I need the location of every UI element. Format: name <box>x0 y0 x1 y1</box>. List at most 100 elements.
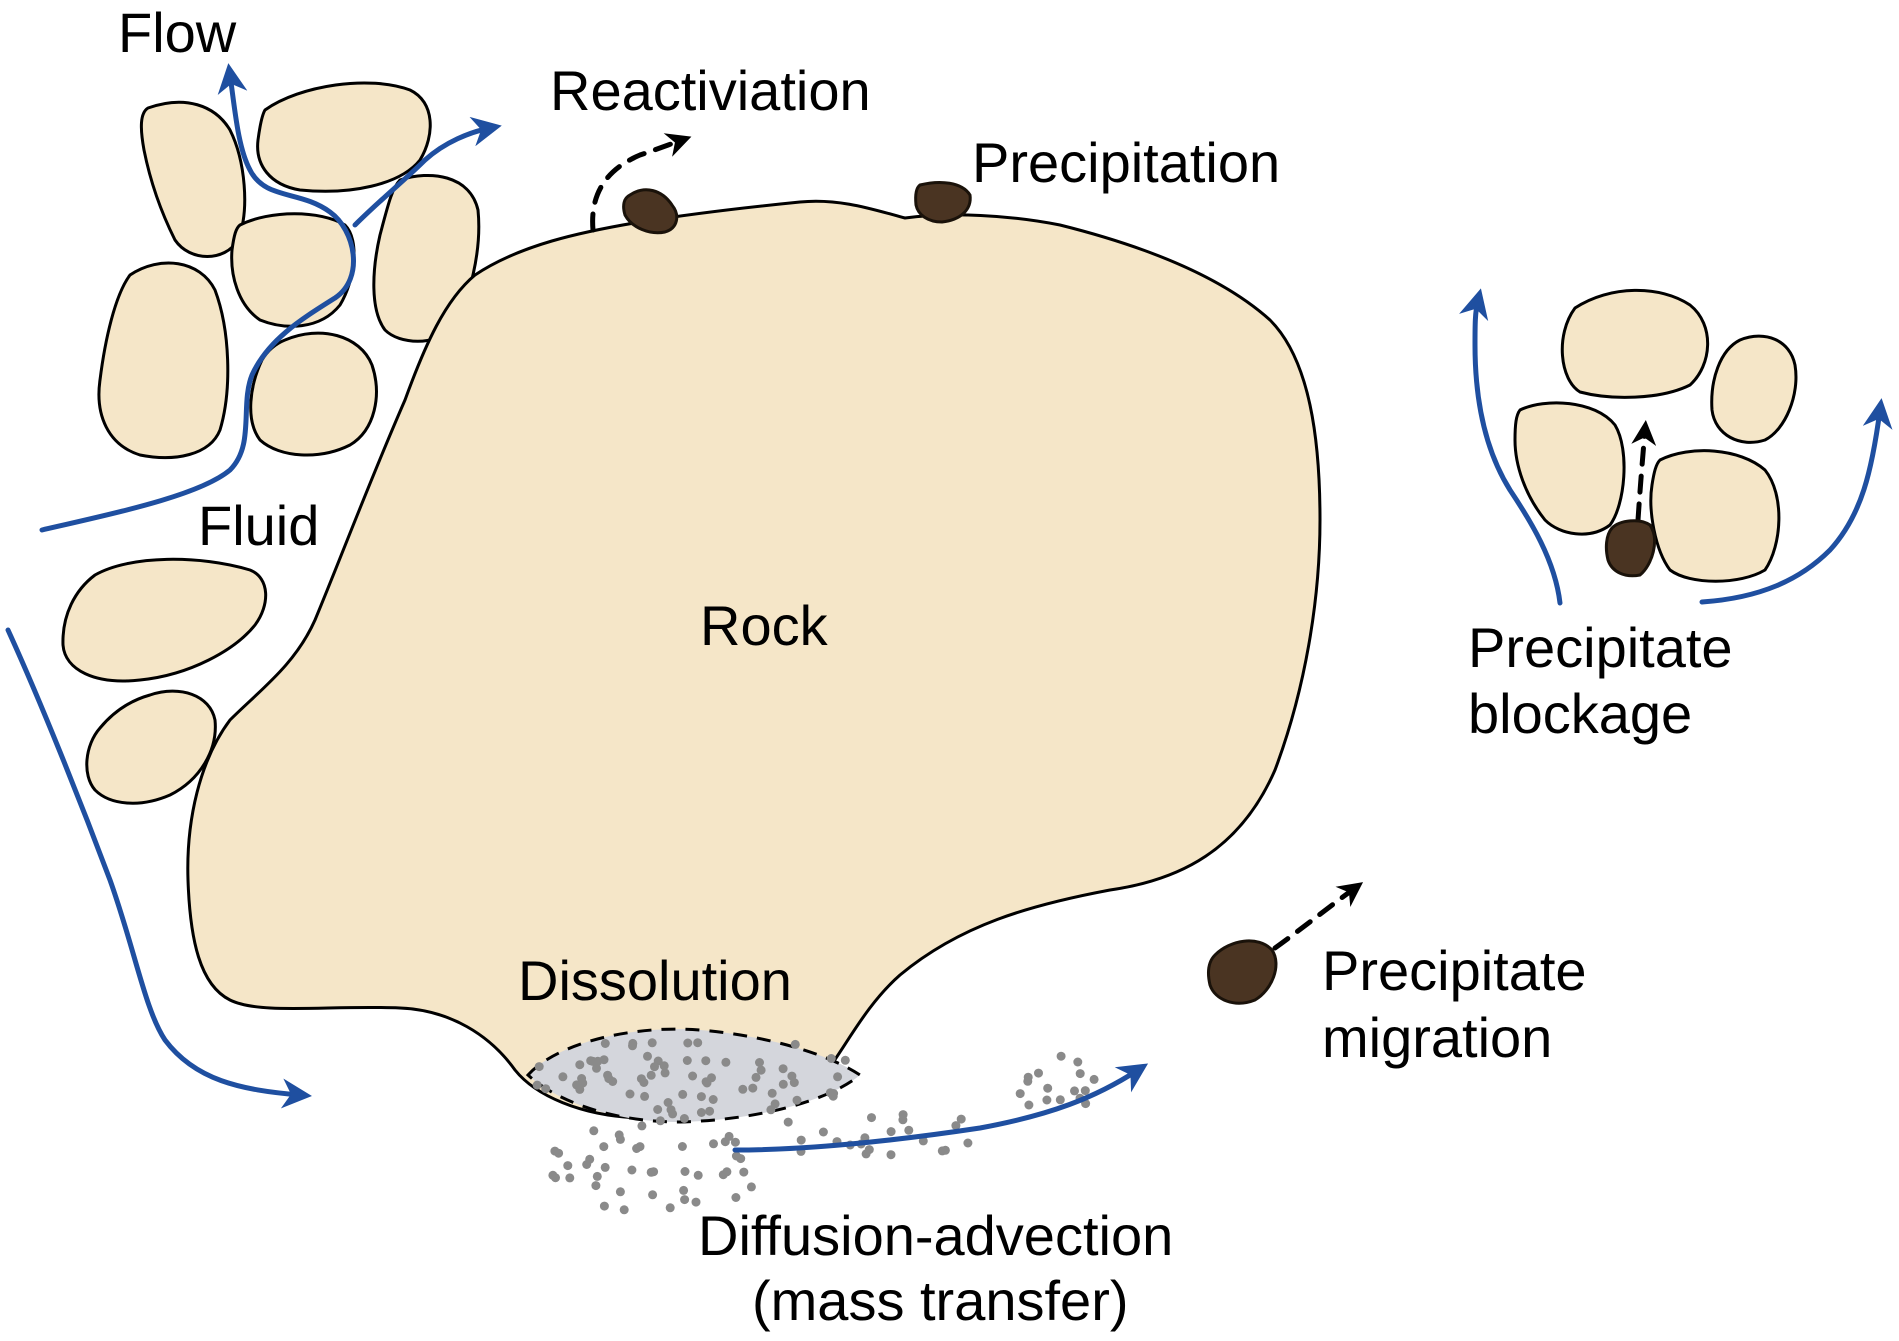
diffusion-particle <box>1043 1083 1053 1093</box>
diffusion-particle <box>600 1039 610 1048</box>
blockage-grain-cluster <box>1513 288 1798 583</box>
grain <box>61 557 268 683</box>
diffusion-particle <box>565 1173 575 1183</box>
diffusion-particle <box>937 1146 947 1156</box>
diffusion-particle <box>600 1162 610 1172</box>
diffusion-particle <box>646 1070 656 1080</box>
diffusion-particle <box>1070 1086 1079 1096</box>
diffusion-particle <box>722 1167 732 1177</box>
diffusion-particle <box>682 1056 692 1065</box>
diffusion-particle <box>738 1084 748 1094</box>
diffusion-particle <box>1080 1086 1090 1096</box>
diffusion-particle <box>693 1038 703 1048</box>
flow-arrow-bottom <box>732 1063 1149 1153</box>
diffusion-particles <box>532 1038 1099 1215</box>
diffusion-particle <box>708 1095 718 1104</box>
diffusion-particle <box>615 1134 625 1144</box>
diffusion-particle <box>688 1071 698 1081</box>
grain <box>1649 449 1781 583</box>
diffusion-particle <box>790 1039 800 1049</box>
diffusion-particle <box>886 1150 896 1160</box>
diffusion-particle <box>648 1190 658 1200</box>
diffusion-particle <box>709 1139 718 1149</box>
diffusion-particle <box>904 1125 914 1135</box>
flow-arrow-blockage-right <box>1699 398 1893 605</box>
diffusion-particle <box>720 1137 730 1147</box>
diffusion-particle <box>1056 1051 1066 1061</box>
diffusion-particle <box>678 1089 688 1099</box>
fluid-label: Fluid <box>198 494 319 557</box>
diffusion-particle <box>599 1055 609 1065</box>
diffusion-particle <box>635 1142 645 1152</box>
flow-arrow-blockage-left <box>1459 288 1563 606</box>
diffusion-particle <box>818 1127 828 1137</box>
diffusion-particle <box>705 1106 715 1116</box>
precipitate-blockage-arrow <box>1631 420 1657 523</box>
reactivation-arrow <box>590 133 692 233</box>
grain <box>97 261 230 459</box>
diffusion-particle <box>683 1038 693 1048</box>
diffusion-particle <box>756 1065 766 1075</box>
diffusion-particle <box>599 1142 609 1152</box>
diffusion-particle <box>639 1078 649 1087</box>
surface-precipitate <box>914 181 972 224</box>
diffusion-particle <box>660 1068 670 1078</box>
diffusion-particle <box>898 1110 908 1120</box>
diffusion-particle <box>696 1108 706 1117</box>
grain <box>85 689 217 805</box>
lower-left-grain-cluster <box>61 557 268 805</box>
reactivation-label: Reactiviation <box>550 59 871 122</box>
diffusion-particle <box>731 1193 741 1202</box>
grain <box>1513 401 1626 536</box>
precipitate-migration-label-line1: Precipitate <box>1322 939 1587 1002</box>
diffusion-particle <box>637 1121 647 1131</box>
diffusion-particle <box>746 1182 756 1192</box>
diffusion-particle <box>770 1099 780 1109</box>
diffusion-particle <box>1015 1089 1025 1099</box>
diffusion-particle <box>1089 1074 1099 1084</box>
diffusion-particle <box>604 1074 614 1084</box>
diffusion-particle <box>840 1055 850 1065</box>
diffusion-particle <box>730 1137 740 1147</box>
diffusion-particle <box>548 1170 558 1180</box>
diffusion-particle <box>751 1072 761 1082</box>
diffusion-particle <box>796 1135 806 1145</box>
flow-arrow-lower-left <box>5 627 312 1109</box>
precipitate-blockage-label-line2: blockage <box>1468 682 1692 745</box>
grain <box>139 100 247 258</box>
diffusion-particle <box>625 1089 635 1099</box>
diffusion-particle <box>663 1098 673 1107</box>
diffusion-particle <box>665 1203 675 1213</box>
precipitate-migration-arrow <box>1272 882 1364 951</box>
grain <box>256 81 432 193</box>
diffusion-particle <box>691 1197 701 1207</box>
diffusion-particle <box>680 1195 690 1205</box>
diffusion-particle <box>1055 1095 1065 1105</box>
diffusion-particle <box>677 1142 687 1151</box>
diffusion-particle <box>833 1072 843 1082</box>
diffusion-particle <box>739 1167 749 1177</box>
reactivation-precipitate <box>622 188 679 235</box>
diffusion-particle <box>592 1063 601 1073</box>
diffusion-particle <box>659 1061 669 1071</box>
diffusion-particle <box>640 1091 650 1101</box>
diffusion-particle <box>886 1127 896 1137</box>
diffusion-particle <box>627 1165 637 1175</box>
diffusion-particle <box>619 1205 629 1215</box>
diffusion-particle <box>696 1092 706 1102</box>
diffusion-particle <box>655 1116 665 1126</box>
diffusion-particle <box>693 1170 703 1180</box>
grain <box>230 212 356 328</box>
diffusion-particle <box>653 1105 663 1114</box>
diffusion-advection-label: Diffusion-advection <box>698 1204 1173 1267</box>
diffusion-particle <box>787 1071 797 1081</box>
diffusion-particle <box>650 1062 659 1072</box>
diffusion-particle <box>532 1080 542 1090</box>
diffusion-particle <box>586 1056 596 1066</box>
diffusion-particle <box>1042 1095 1052 1105</box>
diffusion-particle <box>778 1064 788 1074</box>
diffusion-particle <box>599 1201 609 1211</box>
mass-transfer-label: (mass transfer) <box>752 1269 1129 1332</box>
diffusion-particle <box>701 1056 711 1066</box>
